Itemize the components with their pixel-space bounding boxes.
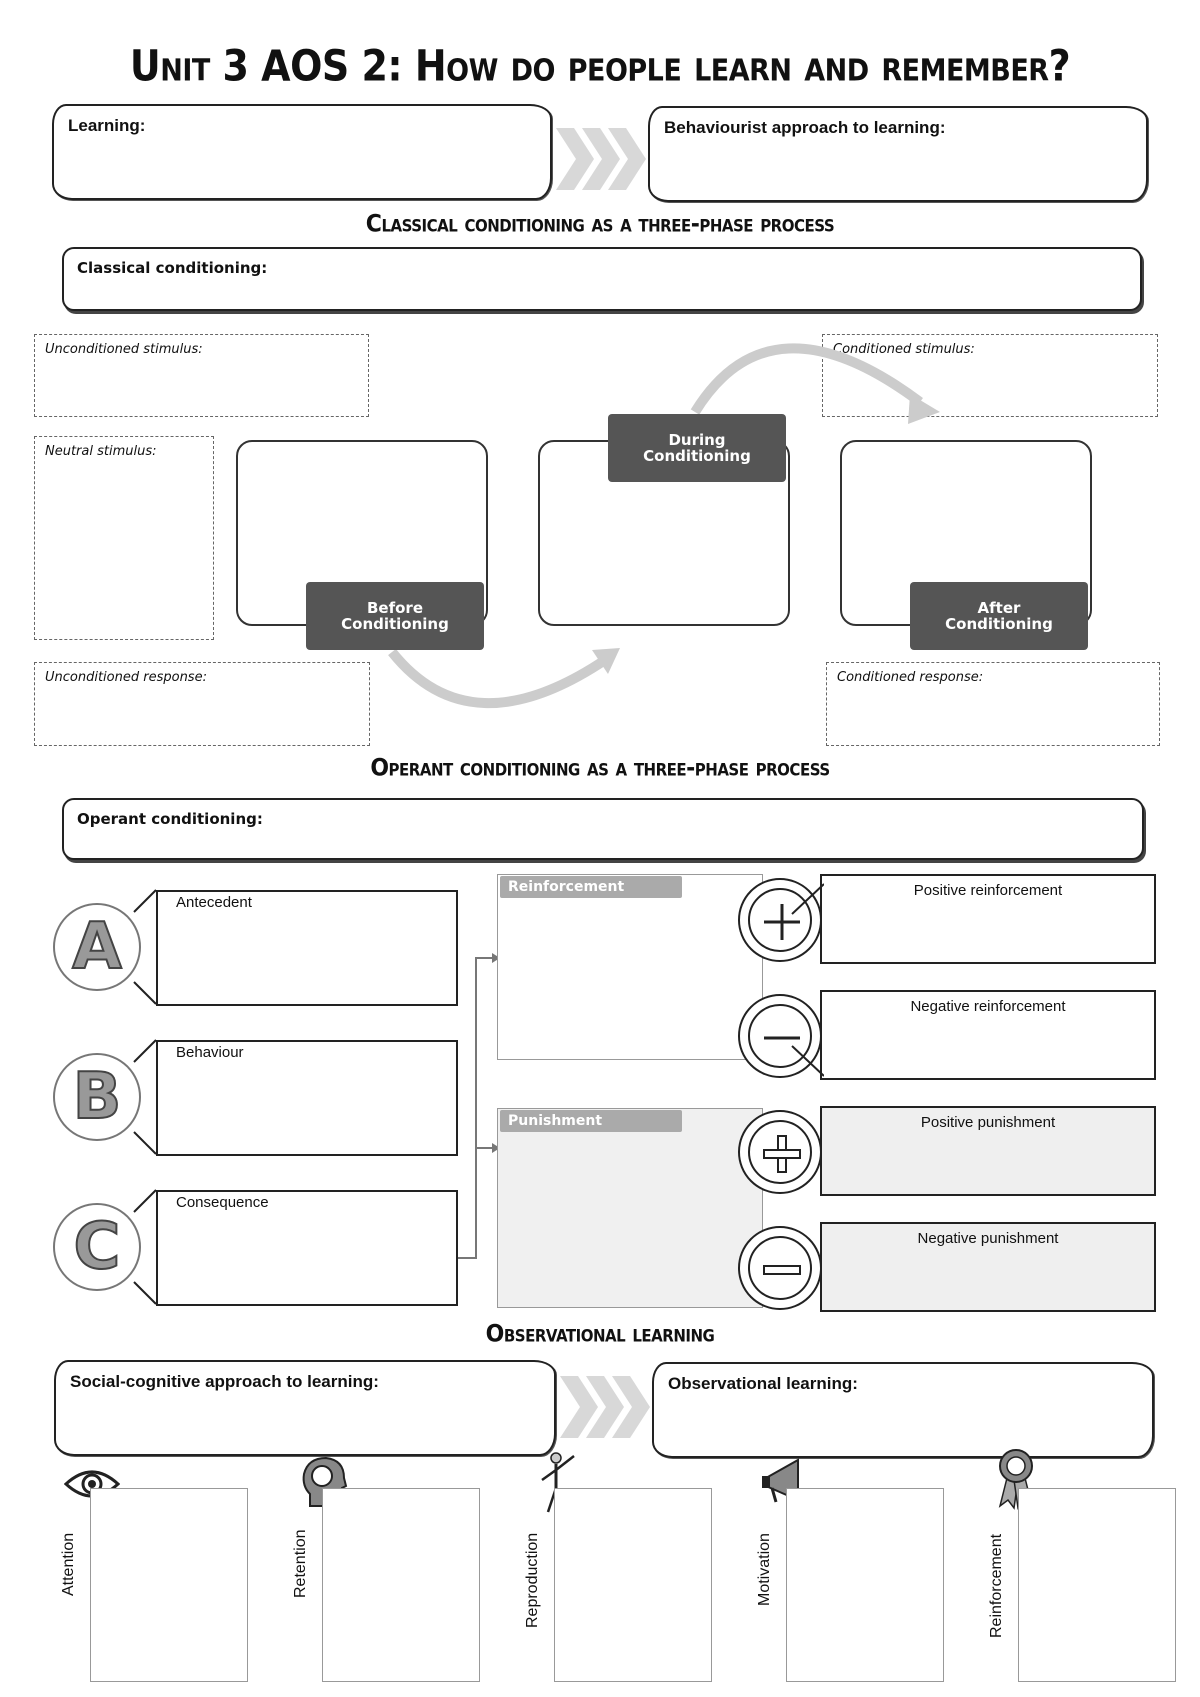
during-conditioning-line2: Conditioning	[643, 447, 751, 465]
chevron-arrows-icon	[560, 1376, 650, 1438]
behaviour-letter-icon: B	[53, 1053, 141, 1141]
behaviourist-label: Behaviourist approach to learning:	[664, 118, 946, 137]
plus-punishment-icon	[738, 1110, 822, 1194]
after-conditioning-tag: After Conditioning	[910, 582, 1088, 650]
unconditioned-stimulus-box[interactable]: Unconditioned stimulus:	[34, 334, 369, 417]
observational-learning-box[interactable]: Observational learning:	[652, 1362, 1154, 1458]
after-conditioning-line2: Conditioning	[945, 615, 1053, 633]
minus-punishment-icon	[738, 1226, 822, 1310]
operant-definition-label: Operant conditioning:	[77, 810, 263, 828]
operant-section-title: Operant conditioning as a three-phase pr…	[370, 754, 830, 783]
stage-label-reinforcement: Reinforcement	[988, 1533, 1005, 1638]
conditioned-stimulus-label: Conditioned stimulus:	[833, 342, 975, 357]
antecedent-letter-icon: A	[53, 903, 141, 991]
observational-section-title: Observational learning	[485, 1320, 715, 1349]
unconditioned-response-label: Unconditioned response:	[45, 670, 207, 685]
consequence-letter-icon: C	[53, 1203, 141, 1291]
social-cognitive-box[interactable]: Social-cognitive approach to learning:	[54, 1360, 556, 1456]
page-title: Unit 3 AOS 2: How do people learn and re…	[129, 41, 1071, 91]
positive-punishment-box[interactable]: Positive punishment	[820, 1106, 1156, 1196]
stage-label-reproduction: Reproduction	[524, 1532, 541, 1628]
positive-punishment-label: Positive punishment	[920, 1114, 1056, 1131]
minus-reinforcement-icon	[738, 994, 824, 1078]
plus-reinforcement-icon	[738, 878, 824, 962]
punishment-panel[interactable]	[497, 1108, 763, 1308]
punishment-tag: Punishment	[500, 1110, 682, 1132]
antecedent-label: Antecedent	[176, 894, 252, 911]
negative-reinforcement-box[interactable]: Negative reinforcement	[820, 990, 1156, 1080]
attention-box[interactable]	[90, 1488, 248, 1682]
consequence-label: Consequence	[176, 1194, 269, 1211]
negative-reinforcement-label: Negative reinforcement	[910, 998, 1066, 1015]
after-conditioning-line1: After	[977, 599, 1021, 617]
negative-punishment-box[interactable]: Negative punishment	[820, 1222, 1156, 1312]
observational-learning-label: Observational learning:	[668, 1374, 858, 1393]
motivation-box[interactable]	[786, 1488, 944, 1682]
unconditioned-stimulus-label: Unconditioned stimulus:	[45, 342, 203, 357]
learning-label: Learning:	[68, 116, 146, 135]
antecedent-box[interactable]: Antecedent	[156, 890, 458, 1006]
consequence-bracket-arrows	[458, 953, 500, 1259]
neutral-stimulus-label: Neutral stimulus:	[45, 444, 157, 459]
consequence-box[interactable]: Consequence	[156, 1190, 458, 1306]
stage-label-attention: Attention	[60, 1532, 77, 1596]
retention-box[interactable]	[322, 1488, 480, 1682]
stage-label-motivation: Motivation	[756, 1533, 773, 1606]
stage-label-retention: Retention	[292, 1529, 309, 1599]
conditioned-response-box[interactable]: Conditioned response:	[826, 662, 1160, 746]
conditioned-response-label: Conditioned response:	[837, 670, 984, 685]
reinforcement-panel[interactable]	[497, 874, 763, 1060]
positive-reinforcement-box[interactable]: Positive reinforcement	[820, 874, 1156, 964]
during-conditioning-tag: During Conditioning	[608, 414, 786, 482]
phase-flow-arrows	[388, 343, 940, 709]
neutral-stimulus-box[interactable]: Neutral stimulus:	[34, 436, 214, 640]
classical-section-title: Classical conditioning as a three-phase …	[365, 210, 835, 239]
before-conditioning-tag: Before Conditioning	[306, 582, 484, 650]
chevron-arrows-icon	[556, 128, 646, 190]
during-conditioning-line1: During	[668, 431, 726, 449]
before-conditioning-line2: Conditioning	[341, 615, 449, 633]
social-cognitive-label: Social-cognitive approach to learning:	[70, 1372, 379, 1391]
behaviour-box[interactable]: Behaviour	[156, 1040, 458, 1156]
before-conditioning-line1: Before	[366, 599, 423, 617]
behaviour-label: Behaviour	[176, 1044, 244, 1061]
reproduction-box[interactable]	[554, 1488, 712, 1682]
classical-definition-box[interactable]: Classical conditioning:	[62, 247, 1142, 311]
reinforcement-stage-box[interactable]	[1018, 1488, 1176, 1682]
learning-box[interactable]: Learning:	[52, 104, 552, 200]
unconditioned-response-box[interactable]: Unconditioned response:	[34, 662, 370, 746]
operant-definition-box[interactable]: Operant conditioning:	[62, 798, 1144, 860]
reinforcement-tag: Reinforcement	[500, 876, 682, 898]
abc-connectors	[133, 889, 157, 1305]
classical-definition-label: Classical conditioning:	[77, 259, 268, 277]
behaviourist-box[interactable]: Behaviourist approach to learning:	[648, 106, 1148, 202]
positive-reinforcement-label: Positive reinforcement	[913, 882, 1063, 899]
negative-punishment-label: Negative punishment	[917, 1230, 1059, 1247]
